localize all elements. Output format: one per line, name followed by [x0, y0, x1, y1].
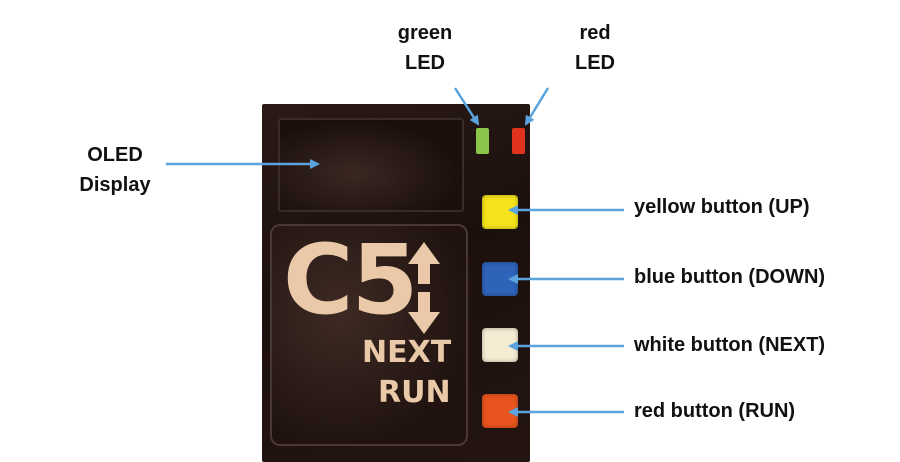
- red-led-label-line-1: red: [579, 22, 611, 44]
- run-label: RUN: [378, 375, 451, 410]
- oled-display-label: OLED Display: [60, 140, 170, 200]
- yellow-button-label: yellow button (UP): [634, 196, 810, 218]
- red-button-run[interactable]: [482, 394, 518, 428]
- red-button-label: red button (RUN): [634, 400, 796, 422]
- blue-button-label: blue button (DOWN): [634, 266, 826, 288]
- white-button-label: white button (NEXT): [634, 334, 826, 356]
- red-led: [512, 128, 525, 154]
- red-led-label: red LED: [555, 18, 635, 78]
- yellow-button-up[interactable]: [482, 195, 518, 229]
- oled-label-line-2: Display: [79, 174, 151, 196]
- next-label: NEXT: [362, 335, 452, 370]
- red-led-label-line-2: LED: [575, 52, 615, 74]
- oled-display: [278, 118, 464, 212]
- green-led-label: green LED: [380, 18, 470, 78]
- c5-logo: C5: [283, 224, 418, 336]
- green-led: [476, 128, 489, 154]
- up-down-arrows-icon: [408, 242, 440, 334]
- oled-label-line-1: OLED: [87, 144, 143, 166]
- green-led-label-line-2: LED: [405, 52, 445, 74]
- white-button-next[interactable]: [482, 328, 518, 362]
- blue-button-down[interactable]: [482, 262, 518, 296]
- green-led-label-line-1: green: [397, 22, 453, 44]
